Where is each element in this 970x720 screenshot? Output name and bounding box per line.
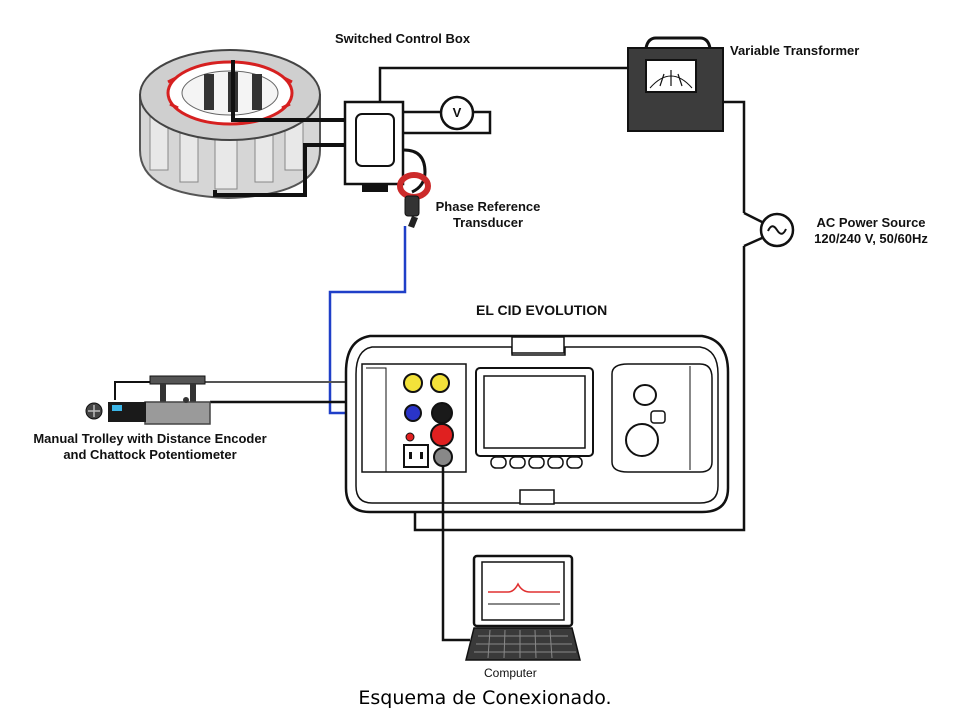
phase-reference-transducer: [397, 148, 431, 228]
label-manual-trolley-line2: and Chattock Potentiometer: [63, 447, 237, 462]
label-phase-reference-line2: Transducer: [452, 215, 524, 230]
label-switched-control-box: Switched Control Box: [335, 31, 471, 46]
label-phase-reference: Phase Reference Transducer: [420, 199, 556, 231]
figure-caption: Esquema de Conexionado.: [358, 687, 612, 709]
screen-plot-line: [488, 582, 560, 593]
label-variable-transformer: Variable Transformer: [730, 43, 860, 58]
el-cid-evolution-unit: [344, 334, 730, 514]
control-button-small[interactable]: [650, 410, 666, 424]
manual-trolley[interactable]: [85, 375, 211, 425]
switched-control-box: [343, 100, 405, 192]
supply-wire-top: [378, 66, 628, 102]
control-knob-top[interactable]: [633, 384, 657, 406]
power-socket[interactable]: [433, 447, 453, 467]
stator-core: [139, 49, 321, 200]
label-ac-power-source: AC Power Source 120/240 V, 50/60Hz: [796, 215, 946, 247]
input-socket-blue[interactable]: [404, 404, 422, 422]
label-ac-power-source-line1: AC Power Source: [816, 215, 926, 230]
label-manual-trolley-line1: Manual Trolley with Distance Encoder: [33, 431, 267, 446]
computer-laptop: [465, 554, 581, 661]
status-led: [405, 432, 415, 442]
soft-key-3[interactable]: [528, 456, 545, 469]
variable-transformer: [627, 36, 724, 132]
soft-key-1[interactable]: [490, 456, 507, 469]
input-socket-yellow-2[interactable]: [430, 373, 450, 393]
excitation-cable: [213, 60, 350, 197]
label-computer: Computer: [484, 666, 537, 680]
label-el-cid-evolution: EL CID EVOLUTION: [476, 302, 608, 318]
label-ac-power-source-line2: 120/240 V, 50/60Hz: [814, 231, 928, 246]
input-socket-yellow-1[interactable]: [403, 373, 423, 393]
label-manual-trolley: Manual Trolley with Distance Encoder and…: [10, 431, 290, 463]
computer-cable: [441, 466, 470, 642]
label-phase-reference-line1: Phase Reference: [435, 199, 541, 214]
soft-key-2[interactable]: [509, 456, 526, 469]
voltmeter-symbol: V: [452, 105, 462, 120]
input-socket-black[interactable]: [431, 402, 453, 424]
trolley-cable-left: [114, 381, 150, 400]
soft-key-4[interactable]: [547, 456, 564, 469]
voltmeter-circle: [439, 95, 475, 131]
soft-key-5[interactable]: [566, 456, 583, 469]
ac-source-symbol: [743, 211, 795, 248]
input-socket-red[interactable]: [430, 423, 454, 447]
usb-port[interactable]: [403, 444, 429, 468]
control-knob-large[interactable]: [625, 423, 659, 457]
voltmeter-wiring: [403, 110, 492, 135]
